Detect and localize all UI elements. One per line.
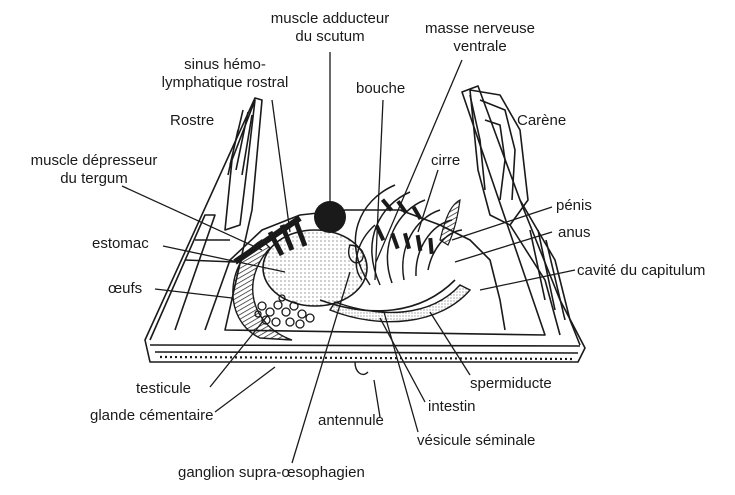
carinal-wall — [509, 199, 581, 346]
label-carene: Carène — [517, 112, 567, 129]
cirri — [354, 184, 463, 286]
label-penis: pénis — [556, 197, 592, 214]
mouth-parts — [348, 244, 364, 264]
base-dotted — [159, 355, 576, 361]
label-masse-nerveuse: masse nerveuse ventrale — [424, 20, 536, 55]
stomach — [262, 229, 368, 307]
label-vesicule: vésicule séminale — [417, 432, 536, 449]
rostral-wall — [149, 214, 216, 341]
label-bouche: bouche — [356, 80, 406, 97]
label-muscle-adducteur: muscle adducteur du scutum — [270, 10, 390, 45]
penis — [439, 198, 461, 246]
rostral-plate — [224, 99, 256, 231]
label-rostre: Rostre — [170, 112, 215, 129]
label-intestin: intestin — [428, 398, 476, 415]
label-oeufs: œufs — [108, 280, 143, 297]
antennule-stub — [354, 361, 369, 376]
label-ganglion: ganglion supra-œsophagien — [178, 464, 365, 481]
label-spermiducte: spermiducte — [470, 375, 552, 392]
label-cirre: cirre — [431, 152, 461, 169]
label-testicule: testicule — [136, 380, 192, 397]
intestine — [319, 279, 456, 312]
label-muscle-depresseur: muscle dépresseur du tergum — [30, 152, 158, 187]
carinal-plate — [469, 89, 529, 226]
label-sinus: sinus hémo- lymphatique rostral — [161, 56, 289, 91]
label-anus: anus — [558, 224, 591, 241]
capitulum-membrane — [204, 209, 506, 331]
egg-crescent — [232, 239, 293, 341]
label-glande: glande cémentaire — [90, 407, 214, 424]
cirri-segments — [374, 198, 434, 255]
leader-lines — [121, 52, 576, 464]
label-cavite: cavité du capitulum — [577, 262, 706, 279]
shell-outline — [144, 85, 586, 363]
basal-plate — [149, 344, 581, 354]
label-estomac: estomac — [92, 235, 149, 252]
label-antennule: antennule — [318, 412, 384, 429]
testicle-cluster — [254, 294, 315, 329]
sinus-bundles — [267, 221, 308, 257]
adductor-muscle — [314, 201, 346, 233]
